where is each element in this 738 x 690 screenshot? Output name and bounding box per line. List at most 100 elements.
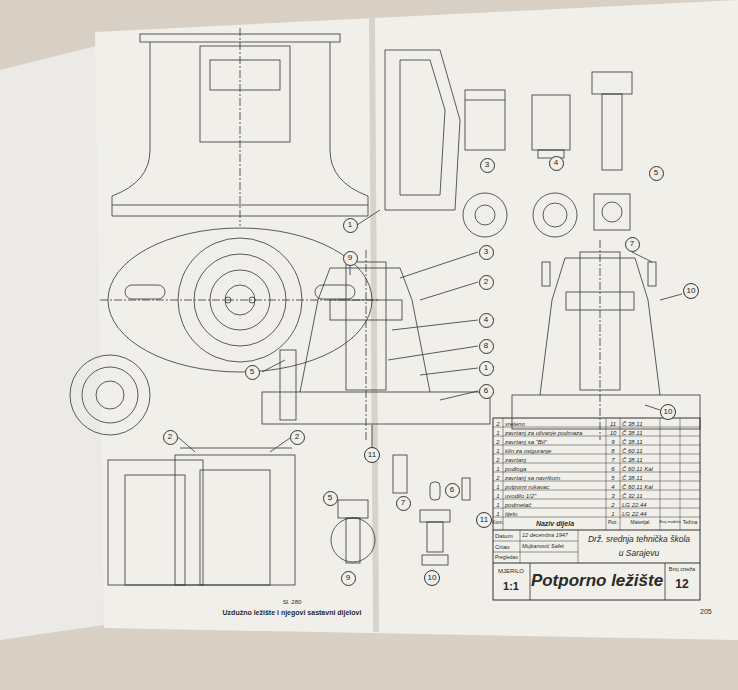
callout-circle: 7	[396, 496, 411, 511]
callout-circle: 11	[476, 512, 492, 528]
paper-page	[95, 0, 738, 640]
table-cell: zavrtanj sa "Bit"	[505, 439, 547, 445]
table-cell: 11	[610, 421, 616, 427]
table-header: Poz.	[608, 520, 618, 525]
table-cell: 3	[611, 493, 614, 499]
callout-number: 3	[485, 161, 489, 169]
callout-number: 1	[348, 221, 352, 229]
callout-circle: 6	[445, 483, 460, 498]
callout-number: 7	[401, 499, 405, 507]
table-cell: 2	[496, 475, 499, 481]
table-cell: Pregledao	[495, 555, 518, 560]
callout-number: 10	[687, 287, 696, 295]
table-cell: 9	[611, 439, 614, 445]
callout-circle: 7	[625, 237, 640, 252]
table-cell: vreteno	[505, 421, 525, 427]
callout-circle: 8	[479, 339, 494, 354]
callout-circle: 5	[649, 166, 664, 181]
table-cell: Č 60.11 Kal	[622, 466, 653, 472]
table-cell: Č 60.11 Kal	[622, 484, 653, 490]
table-cell: 1	[496, 484, 499, 490]
page-number: 205	[700, 608, 712, 615]
callout-number: 5	[654, 169, 658, 177]
callout-number: 5	[328, 494, 332, 502]
callout-circle: 10	[660, 404, 676, 420]
callout-number: 7	[630, 240, 634, 248]
table-cell: klin za osiguranje	[505, 448, 551, 454]
callout-number: 6	[484, 387, 488, 395]
callout-number: 4	[554, 159, 558, 167]
callout-circle: 4	[479, 313, 494, 328]
callout-number: 9	[346, 574, 350, 582]
table-cell: podmetač	[505, 502, 531, 508]
callout-number: 8	[484, 342, 488, 350]
table-cell: Crtao	[495, 544, 510, 550]
table-cell: Č 38.11	[622, 475, 643, 481]
table-cell: uvodilo 1/2"	[505, 493, 536, 499]
table-cell: 8	[611, 448, 614, 454]
drawing-number: 12	[675, 578, 688, 590]
table-cell: 7	[611, 457, 614, 463]
table-cell: 12 decembra 1947	[522, 533, 568, 539]
callout-number: 5	[250, 368, 254, 376]
callout-circle: 6	[479, 384, 494, 399]
table-cell: Č 32.11	[622, 493, 643, 499]
figure-caption: Uzdužno ležište i njegovi sastavni dijel…	[223, 609, 362, 616]
callout-number: 4	[484, 316, 488, 324]
table-cell: zavrtanj sa navrtkom	[505, 475, 560, 481]
table-cell: 1	[496, 511, 499, 517]
callout-number: 10	[428, 574, 437, 582]
table-cell: Mujkanović Safet	[522, 544, 564, 550]
table-cell: podloga	[505, 466, 526, 472]
scale-label: MJERILO	[498, 568, 524, 574]
left-sheet	[0, 45, 104, 640]
callout-circle: 9	[341, 571, 356, 586]
callout-circle: 3	[480, 158, 495, 173]
table-cell: 5	[611, 475, 614, 481]
table-header: Naziv dijela	[536, 520, 574, 527]
drawing-number-label: Broj crteža	[669, 567, 695, 573]
callout-number: 6	[450, 486, 454, 494]
table-cell: 2	[496, 439, 499, 445]
callout-number: 3	[484, 248, 488, 256]
school-name: Drž. srednja tehnička škola	[588, 535, 690, 544]
callout-circle: 11	[364, 447, 380, 463]
table-cell: 1	[496, 502, 499, 508]
callout-number: 2	[295, 433, 299, 441]
table-cell: 2	[496, 421, 499, 427]
table-cell: 1	[611, 511, 614, 517]
callout-number: 1	[484, 364, 488, 372]
table-header: Kom.	[492, 520, 504, 525]
table-header: Broj modela	[659, 520, 680, 524]
callout-number: 2	[484, 278, 488, 286]
callout-circle: 1	[343, 218, 358, 233]
school-name: u Sarajevu	[619, 549, 660, 558]
table-cell: 6	[611, 466, 614, 472]
callout-number: 11	[368, 451, 376, 459]
table-cell: LG 22.44	[622, 502, 647, 508]
callout-circle: 2	[163, 430, 178, 445]
table-cell: zavrtanj za ulivanje podmaza	[505, 430, 582, 436]
table-cell: Datum	[495, 533, 513, 539]
table-cell: 2	[496, 457, 499, 463]
callout-circle: 1	[479, 361, 494, 376]
callout-number: 2	[168, 433, 172, 441]
table-cell: Č 60.11	[622, 448, 643, 454]
table-cell: 1	[496, 466, 499, 472]
table-cell: tijelo	[505, 511, 517, 517]
table-header: Težina	[683, 520, 697, 525]
callout-circle: 4	[549, 156, 564, 171]
table-cell: zavrtanj	[505, 457, 526, 463]
callout-circle: 3	[479, 245, 494, 260]
figure-number: Sl. 280	[283, 599, 302, 605]
table-cell: 1	[496, 430, 499, 436]
table-header: Materijal	[631, 520, 650, 525]
callout-circle: 2	[290, 430, 305, 445]
drawing-title: Potporno ležište	[531, 572, 663, 589]
callout-circle: 5	[323, 491, 338, 506]
callout-circle: 9	[343, 251, 358, 266]
callout-number: 10	[664, 408, 673, 416]
scale-value: 1:1	[503, 581, 519, 592]
callout-number: 11	[480, 516, 488, 524]
table-cell: 10	[610, 430, 617, 436]
